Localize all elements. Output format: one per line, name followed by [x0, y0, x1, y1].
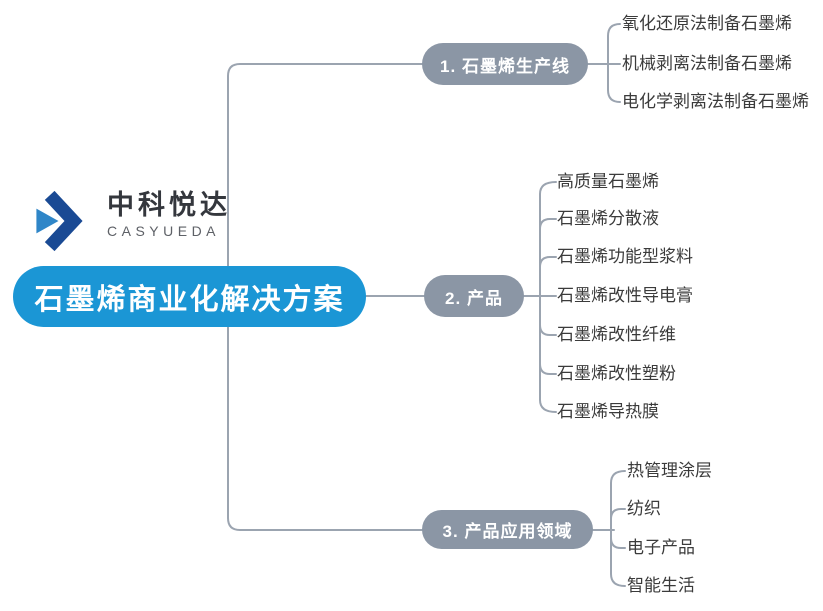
logo-title: 中科悦达 — [107, 190, 231, 220]
leaf-item: 纺织 — [627, 499, 661, 518]
leaf-item: 氧化还原法制备石墨烯 — [622, 14, 792, 33]
leaf-item: 石墨烯分散液 — [557, 209, 659, 228]
root-node: 石墨烯商业化解决方案 — [13, 266, 366, 327]
leaf-item: 石墨烯改性塑粉 — [557, 364, 676, 383]
branch-label: 1. 石墨烯生产线 — [440, 56, 570, 76]
branch-node-production-line: 1. 石墨烯生产线 — [422, 43, 588, 85]
logo-subtitle: CASYUEDA — [107, 223, 221, 239]
branch-node-applications: 3. 产品应用领域 — [422, 510, 593, 549]
branch-label: 2. 产品 — [445, 288, 503, 308]
leaf-item: 机械剥离法制备石墨烯 — [622, 54, 792, 73]
logo: 中科悦达 CASYUEDA — [32, 188, 231, 259]
leaf-item: 石墨烯改性导电膏 — [557, 286, 693, 305]
leaf-item: 热管理涂层 — [627, 461, 712, 480]
branch-label: 3. 产品应用领域 — [442, 522, 573, 541]
leaf-item: 石墨烯改性纤维 — [557, 325, 676, 344]
logo-icon — [32, 188, 85, 259]
leaf-item: 电化学剥离法制备石墨烯 — [622, 92, 809, 111]
leaf-item: 高质量石墨烯 — [557, 172, 659, 191]
leaf-item: 电子产品 — [627, 538, 695, 557]
leaf-item: 石墨烯功能型浆料 — [557, 247, 693, 266]
leaf-item: 智能生活 — [627, 576, 695, 595]
root-node-label: 石墨烯商业化解决方案 — [34, 283, 345, 316]
branch-node-products: 2. 产品 — [424, 275, 524, 317]
leaf-item: 石墨烯导热膜 — [557, 402, 659, 421]
